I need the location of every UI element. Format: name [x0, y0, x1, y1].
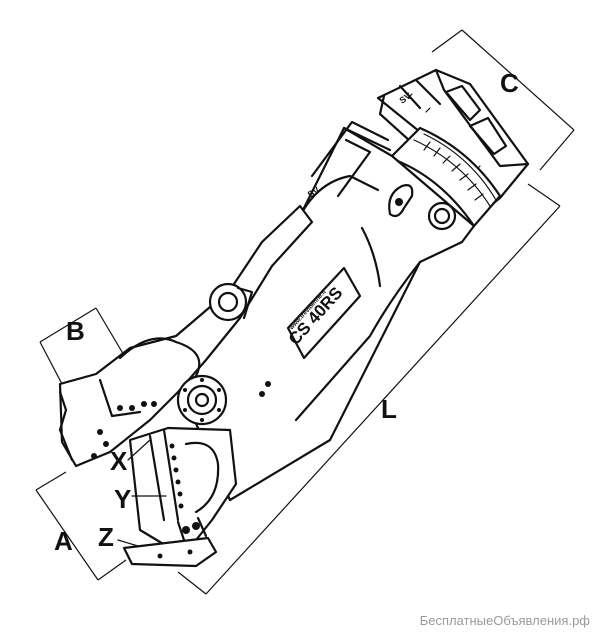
pivot-pin — [176, 282, 254, 426]
lower-jaw — [128, 426, 238, 550]
upper-jaw — [58, 204, 314, 468]
dimension-label-l: L — [381, 394, 397, 424]
callout-label-y: Y — [114, 484, 131, 514]
dimension-a: A — [35, 471, 127, 581]
callout-label-z: Z — [98, 522, 114, 552]
jaw-base-plate — [122, 516, 218, 568]
rotator-head: SV — [376, 68, 530, 214]
dimension-label-c: C — [500, 68, 519, 98]
callout-z: Z — [98, 522, 139, 552]
dimension-l: L — [177, 183, 561, 595]
dimension-c: C — [431, 29, 575, 171]
watermark-text: БесплатныеОбъявления.рф — [419, 613, 590, 628]
callout-y: Y — [114, 484, 167, 514]
dimension-label-b: B — [66, 316, 85, 346]
callout-label-x: X — [110, 446, 128, 476]
dimension-label-a: A — [54, 526, 73, 556]
callout-x: X — [110, 439, 151, 476]
dimension-b: B — [39, 307, 129, 385]
